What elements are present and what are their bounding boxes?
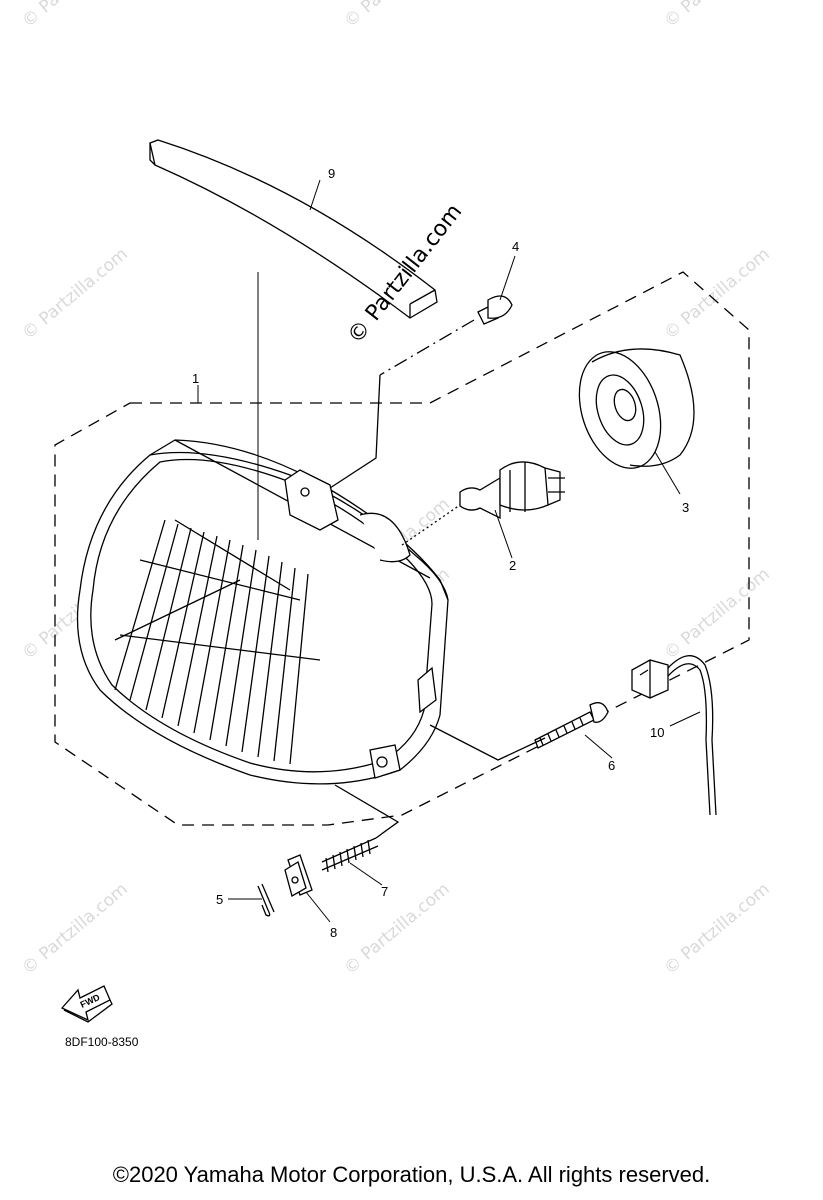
callout-6: 6 [608, 758, 615, 773]
watermark: © Partzilla.com [660, 564, 773, 664]
leader-lines [197, 179, 701, 923]
watermark: © Partzilla.com [660, 879, 773, 979]
part-3-bulb-cover [578, 348, 695, 469]
fwd-arrow-icon: FWD [60, 985, 113, 1023]
part-1-headlight [76, 439, 449, 785]
part-10-wire-harness [631, 655, 717, 816]
callout-9: 9 [328, 166, 335, 181]
callout-3: 3 [682, 500, 689, 515]
part-4-screw [329, 295, 513, 489]
copyright-notice: ©2020 Yamaha Motor Corporation, U.S.A. A… [112, 1162, 711, 1187]
watermark: © Partzilla.com [660, 244, 773, 344]
callout-1: 1 [192, 371, 199, 386]
watermark: © Partzilla.com [340, 879, 453, 979]
watermark: © Partzilla.com [18, 879, 131, 979]
callout-5: 5 [216, 892, 223, 907]
callout-4: 4 [512, 239, 519, 254]
assembly-outline [54, 271, 750, 826]
part-6-bolt [429, 702, 609, 761]
callout-10: 10 [650, 725, 664, 740]
watermark: © Partzilla.com [18, 0, 131, 32]
part-9-cover [149, 139, 438, 319]
part-2-bulb [401, 461, 565, 546]
diagram-code: 8DF100-8350 [65, 1035, 139, 1049]
watermark: © Partzilla.com [340, 0, 453, 32]
callout-labels: 9 4 1 3 2 6 10 7 5 8 [192, 166, 689, 940]
part-7-spring [321, 784, 400, 873]
callout-2: 2 [509, 558, 516, 573]
watermark: © Partzilla.com [660, 0, 773, 32]
part-8-clip-nut [284, 854, 313, 897]
watermark: © Partzilla.com [18, 244, 131, 344]
callout-7: 7 [381, 884, 388, 899]
part-5-pin [257, 883, 275, 917]
callout-8: 8 [330, 925, 337, 940]
